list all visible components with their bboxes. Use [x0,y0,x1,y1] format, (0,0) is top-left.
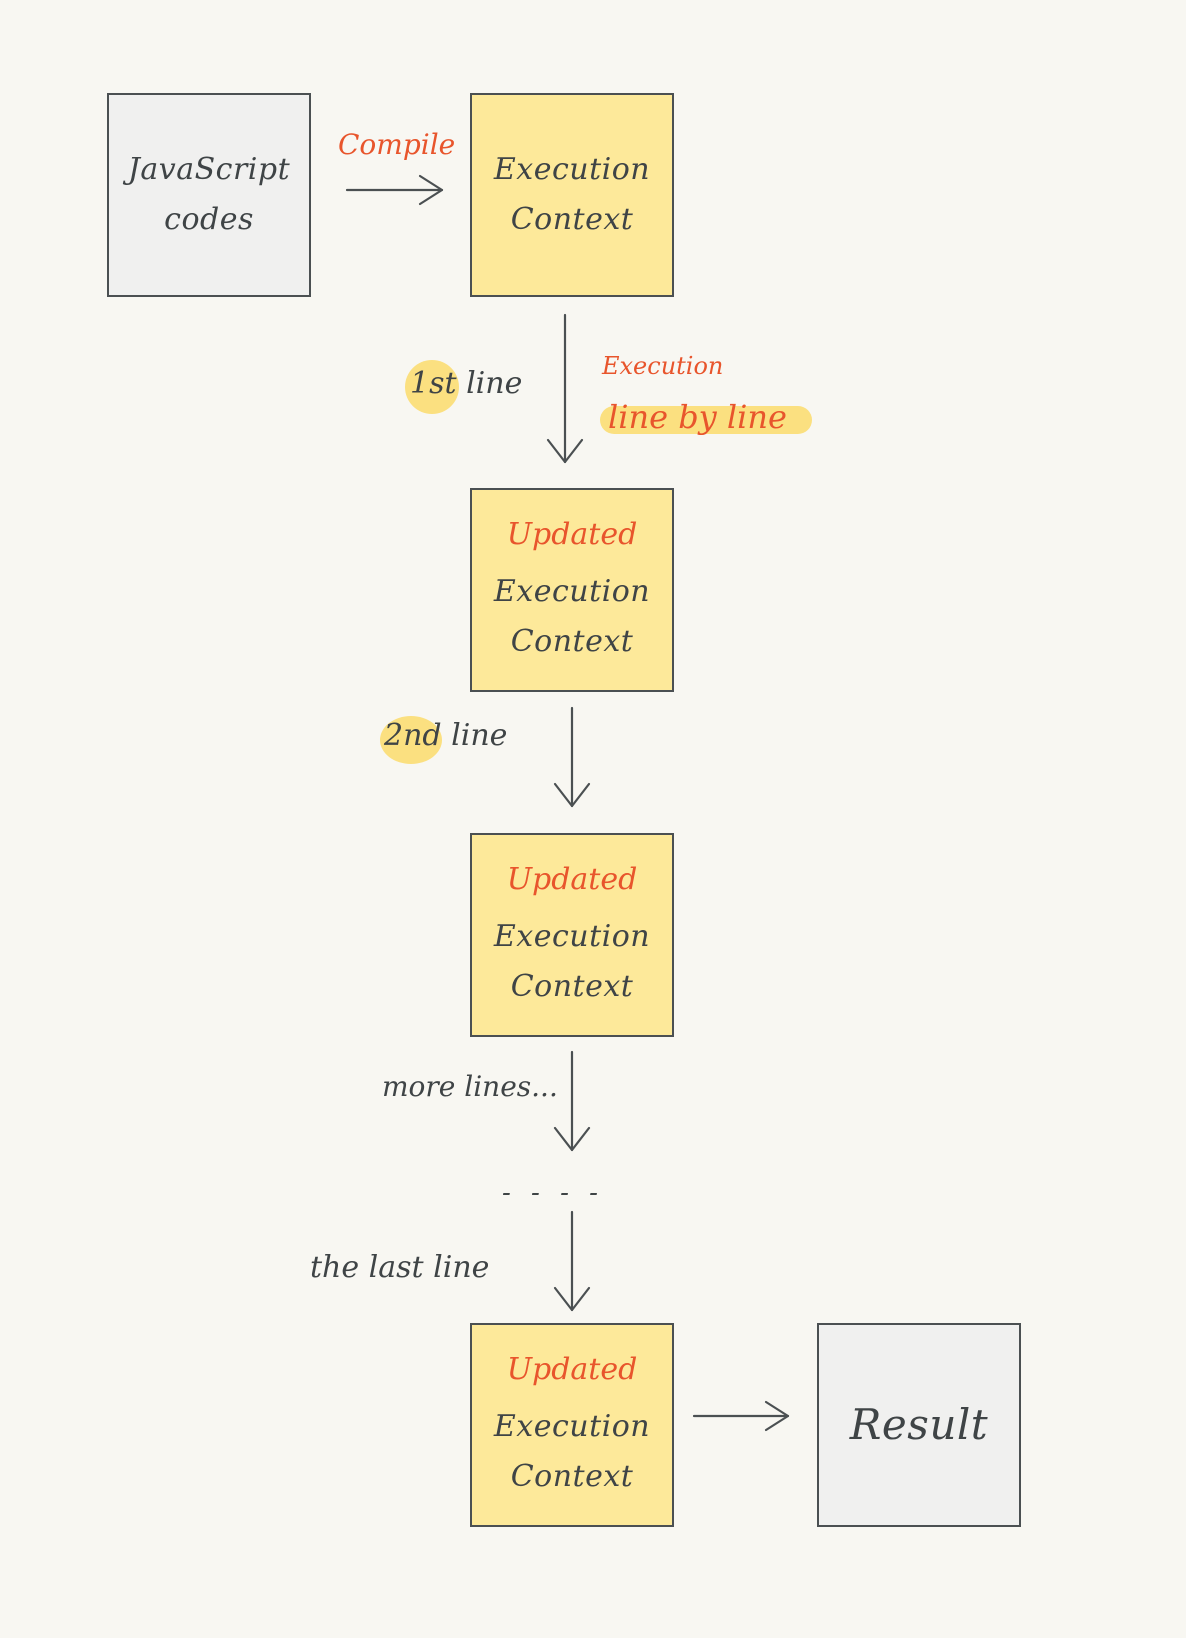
updated-tag: Updated [506,517,638,552]
updated-2-line-1: Execution [493,919,651,954]
line-by-line-highlight [600,406,812,434]
compile-label: Compile [338,128,456,161]
execution-note-label: Execution [602,352,724,380]
result-label: Result [849,1400,989,1449]
more-lines-label: more lines... [382,1070,558,1103]
last-line-label: the last line [310,1250,490,1285]
compile-arrow [345,174,444,206]
down-arrow-2 [553,706,591,808]
line-by-line-label: line by line [608,398,787,436]
first-line-label: 1st line [410,366,523,401]
exec-context-line-2: Context [510,202,634,237]
updated-1-line-1: Execution [493,574,651,609]
ellipsis-dashes: - - - - [502,1178,604,1208]
first-line-highlight [405,360,459,414]
down-arrow-4 [553,1210,591,1312]
js-codes-line-1: JavaScript [127,152,291,187]
down-arrow-3 [553,1050,591,1152]
second-line-label: 2nd line [384,718,508,753]
updated-1-line-2: Context [510,624,634,659]
updated-tag: Updated [506,1352,638,1387]
exec-context-line-1: Execution [493,152,651,187]
updated-context-box-2: Updated Execution Context [470,833,674,1037]
execution-context-box: Execution Context [470,93,674,297]
result-arrow [692,1400,790,1432]
updated-2-line-2: Context [510,969,634,1004]
down-arrow-1 [546,313,584,464]
js-codes-line-2: codes [164,202,254,237]
second-line-highlight [380,716,442,764]
updated-last-line-1: Execution [493,1409,651,1444]
updated-context-box-1: Updated Execution Context [470,488,674,692]
result-box: Result [817,1323,1021,1527]
updated-context-box-last: Updated Execution Context [470,1323,674,1527]
javascript-codes-box: JavaScript codes [107,93,311,297]
updated-tag: Updated [506,862,638,897]
updated-last-line-2: Context [510,1459,634,1494]
